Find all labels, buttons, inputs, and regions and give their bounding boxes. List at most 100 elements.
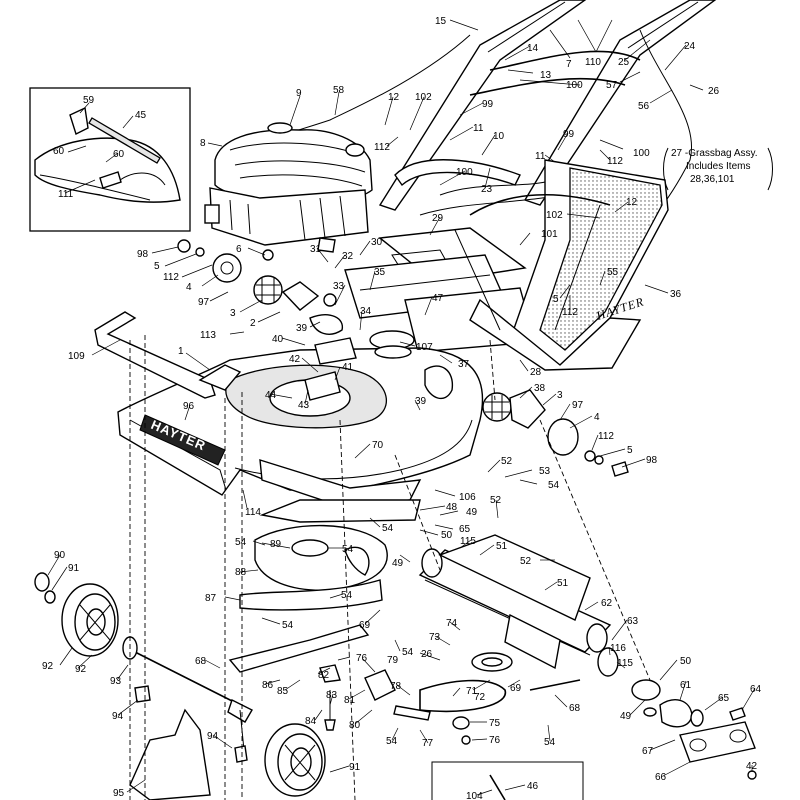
callout-32: 32 xyxy=(342,251,354,262)
callout-4-b: 4 xyxy=(594,412,600,423)
callout-74: 74 xyxy=(446,618,458,629)
callout-69-a: 69 xyxy=(359,620,371,631)
callout-54-h: 54 xyxy=(386,736,398,747)
callout-80: 80 xyxy=(349,720,361,731)
callout-60-b: 60 xyxy=(113,149,125,160)
callout-51-a: 51 xyxy=(496,541,508,552)
callout-59: 59 xyxy=(83,95,95,106)
callout-66: 66 xyxy=(655,772,667,783)
callout-100-c: 100 xyxy=(633,148,650,159)
callout-9: 9 xyxy=(296,88,302,99)
callout-47: 47 xyxy=(432,293,444,304)
callout-43: 43 xyxy=(298,400,310,411)
callout-7: 7 xyxy=(566,59,572,70)
callout-102-b: 102 xyxy=(546,210,563,221)
callout-39-b: 39 xyxy=(415,396,427,407)
callout-94-a: 94 xyxy=(112,711,124,722)
callout-97-a: 97 xyxy=(198,297,210,308)
callout-25: 25 xyxy=(618,57,630,68)
left-drive-parts xyxy=(177,239,337,311)
callout-50-b: 50 xyxy=(680,656,692,667)
callout-89: 89 xyxy=(270,539,282,550)
callout-79: 79 xyxy=(387,655,399,666)
callout-95: 95 xyxy=(113,788,125,799)
callout-76-a: 76 xyxy=(356,653,368,664)
callout-31: 31 xyxy=(310,244,322,255)
callout-77: 77 xyxy=(422,738,434,749)
callout-111: 111 xyxy=(58,189,74,200)
callout-52-b: 52 xyxy=(490,495,502,506)
callout-55: 55 xyxy=(607,267,619,278)
callout-115-a: 115 xyxy=(460,536,476,547)
callout-13: 13 xyxy=(540,70,552,81)
callout-41: 41 xyxy=(342,362,354,373)
callout-98-a: 98 xyxy=(137,249,149,260)
callout-24: 24 xyxy=(684,41,696,52)
callout-35: 35 xyxy=(374,267,386,278)
callout-65-a: 65 xyxy=(459,524,471,535)
callout-88: 88 xyxy=(235,567,247,578)
callout-5-c: 5 xyxy=(627,445,633,456)
callout-6: 6 xyxy=(236,244,242,255)
callout-85: 85 xyxy=(277,686,289,697)
grassbag: HAYTER xyxy=(454,159,669,371)
callout-112-a: 112 xyxy=(374,142,390,153)
callout-54-a: 54 xyxy=(548,480,560,491)
callout-68-b: 68 xyxy=(569,703,581,714)
callout-62: 62 xyxy=(601,598,613,609)
callout-40: 40 xyxy=(272,334,284,345)
callout-10: 10 xyxy=(493,131,505,142)
callout-54-i: 54 xyxy=(544,737,556,748)
callout-67: 67 xyxy=(642,746,654,757)
callout-75: 75 xyxy=(489,718,501,729)
callout-70: 70 xyxy=(372,440,384,451)
callout-98-b: 98 xyxy=(646,455,658,466)
callout-69-b: 69 xyxy=(510,683,522,694)
callout-64: 64 xyxy=(750,684,762,695)
engine xyxy=(204,122,373,253)
callout-110: 110 xyxy=(585,57,601,68)
note-line-3: 28,36,101 xyxy=(690,174,735,185)
callout-26-b: 26 xyxy=(421,649,433,660)
callout-81: 81 xyxy=(344,695,356,706)
callout-54-d: 54 xyxy=(342,544,354,555)
drive-belt-parts xyxy=(319,652,581,745)
callout-37: 37 xyxy=(458,359,470,370)
callout-73: 73 xyxy=(429,632,441,643)
callout-11-b: 11 xyxy=(535,151,546,162)
callout-61: 61 xyxy=(680,680,692,691)
callout-71: 71 xyxy=(466,686,478,697)
alignment-lines xyxy=(129,335,651,800)
callout-50-a: 50 xyxy=(441,530,453,541)
callout-104: 104 xyxy=(466,791,483,800)
callout-113: 113 xyxy=(200,330,216,341)
callout-48: 48 xyxy=(446,502,458,513)
callout-54-e: 54 xyxy=(341,590,353,601)
callout-36: 36 xyxy=(670,289,682,300)
callout-112-e: 112 xyxy=(598,431,614,442)
callout-54-b: 54 xyxy=(382,523,394,534)
callout-34: 34 xyxy=(360,306,372,317)
callout-56: 56 xyxy=(638,101,650,112)
front-axle xyxy=(134,651,241,706)
callout-93: 93 xyxy=(110,676,122,687)
handle-assembly xyxy=(378,0,717,216)
callout-42: 42 xyxy=(289,354,301,365)
front-bumper-handle xyxy=(94,311,216,399)
callout-84: 84 xyxy=(305,716,317,727)
callout-51-b: 51 xyxy=(557,578,569,589)
callout-numbers: 15 14 13 7 110 100 25 24 57 56 26 59 45 … xyxy=(42,16,762,800)
leader-lines xyxy=(47,19,756,796)
callout-5-b: 5 xyxy=(553,294,559,305)
callout-87: 87 xyxy=(205,593,217,604)
callout-100-b: 100 xyxy=(456,167,473,178)
callout-109: 109 xyxy=(68,351,85,362)
callout-8: 8 xyxy=(200,138,206,149)
callout-49-a: 49 xyxy=(466,507,478,518)
callout-58: 58 xyxy=(333,85,345,96)
callout-65-b: 65 xyxy=(718,693,730,704)
callout-82: 82 xyxy=(318,670,330,681)
callout-15: 15 xyxy=(435,16,447,27)
rear-bracket xyxy=(129,708,211,800)
